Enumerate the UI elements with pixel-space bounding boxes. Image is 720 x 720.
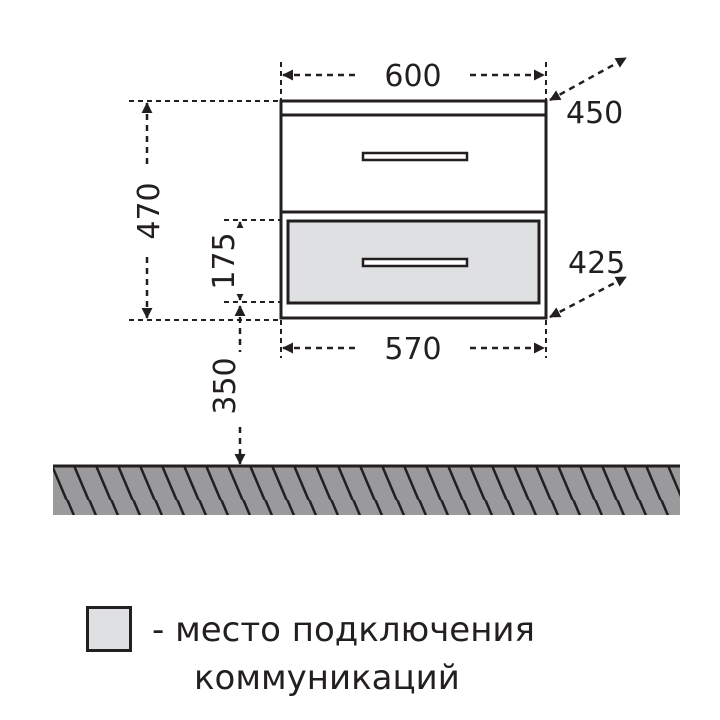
legend-line-1: - место подключения [152, 606, 535, 654]
dim-label-425: 425 [568, 246, 625, 281]
dim-label-570: 570 [384, 332, 441, 367]
legend-swatch [86, 606, 132, 652]
cabinet-body [279, 113, 548, 320]
dim-label-470: 470 [132, 182, 167, 239]
dim-label-450: 450 [566, 96, 623, 131]
dimension-labels: 600 450 470 175 425 570 350 [130, 57, 625, 422]
dim-label-600: 600 [384, 59, 441, 94]
dim-label-350: 350 [208, 357, 243, 414]
legend-dash: - [152, 610, 165, 650]
legend-line1-text: место подключения [175, 610, 535, 650]
cabinet [279, 99, 548, 320]
upper-drawer-handle [361, 151, 469, 162]
dim-line-425 [549, 275, 627, 319]
legend-line-2: коммуникаций [194, 658, 460, 698]
legend-text: - место подключения коммуникаций [152, 606, 535, 702]
lower-drawer-handle [361, 257, 469, 268]
dim-line-450 [549, 56, 627, 102]
dim-label-175: 175 [207, 232, 242, 289]
extension-lines [129, 62, 547, 358]
floor [53, 464, 680, 515]
countertop [279, 99, 548, 117]
